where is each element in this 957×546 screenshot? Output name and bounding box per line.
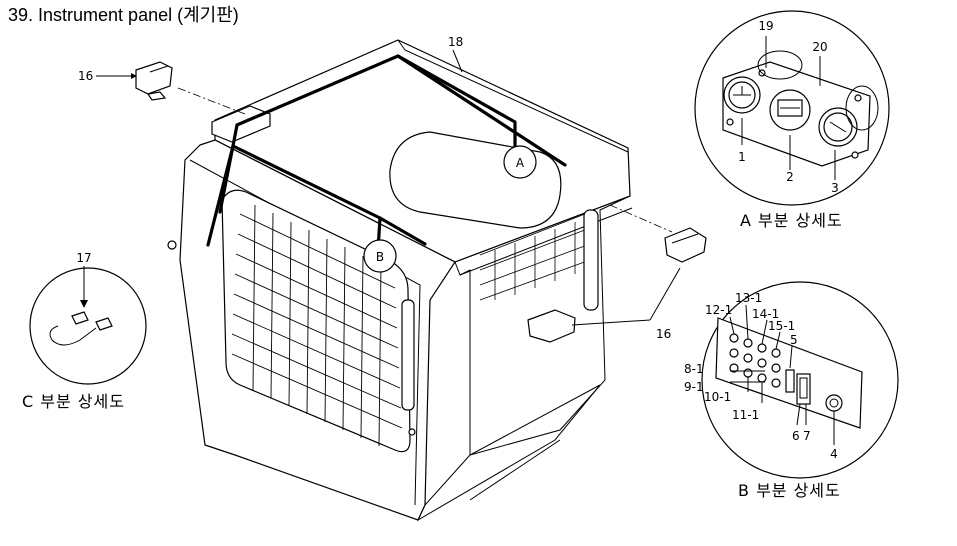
wiring-harness [206, 54, 567, 252]
callout-3: 3 [831, 181, 839, 195]
caption-detail-c: C 부분 상세도 [22, 392, 125, 411]
svg-text:A: A [516, 156, 525, 170]
cab-front-window [221, 189, 411, 453]
detail-a: 19 20 1 2 3 A 부분 상세도 [694, 10, 890, 230]
callout-1: 1 [738, 150, 746, 164]
caption-detail-b: B 부분 상세도 [738, 481, 841, 500]
window-grid [231, 204, 403, 447]
switch-5 [785, 369, 795, 393]
cable-17-plug-b [71, 311, 89, 325]
detail-b: 12-1 13-1 14-1 15-1 5 8-1 9-1 10-1 11-1 … [684, 281, 899, 500]
connector-16-leader [177, 87, 246, 115]
callout-12-1: 12-1 [705, 303, 732, 317]
callout-14-1: 14-1 [752, 307, 779, 321]
callout-17: 17 [76, 251, 91, 265]
callout-13-1: 13-1 [735, 291, 762, 305]
callout-10-1: 10-1 [704, 390, 731, 404]
callout-5: 5 [790, 333, 798, 347]
cab-handrail-front [401, 299, 415, 411]
callout-16-top: 16 [78, 69, 93, 83]
marker-b: B [363, 239, 397, 273]
cab-assembly [167, 39, 633, 522]
callout-18: 18 [448, 35, 463, 49]
connector-16b-leader [609, 204, 673, 233]
socket-4 [825, 394, 843, 412]
cab-handrail-right [583, 209, 599, 311]
callout-19: 19 [758, 19, 773, 33]
marker-a: A [503, 145, 537, 179]
gauge-2 [769, 89, 811, 131]
gauge-3 [818, 107, 858, 147]
callout-6: 6 [792, 429, 800, 443]
connector-16-top [135, 61, 173, 101]
callout-16-right: 16 [656, 327, 671, 341]
page-title: 39. Instrument panel (계기판) [8, 5, 239, 25]
rear-window-grid [479, 211, 591, 301]
connector-16-right [664, 227, 707, 263]
cable-17-plug-a [95, 317, 113, 331]
detail-c: 17 C 부분 상세도 [22, 251, 147, 411]
callout-4: 4 [830, 447, 838, 461]
connector-16-bottom [527, 309, 576, 343]
callout-8-1: 8-1 [684, 362, 704, 376]
callout-9-1: 9-1 [684, 380, 704, 394]
callout-20: 20 [812, 40, 827, 54]
callout-7: 7 [803, 429, 811, 443]
callout-2: 2 [786, 170, 794, 184]
svg-text:B: B [376, 250, 384, 264]
callout-11-1: 11-1 [732, 408, 759, 422]
callout-15-1: 15-1 [768, 319, 795, 333]
gauge-1 [723, 76, 761, 114]
caption-detail-a: A 부분 상세도 [740, 211, 843, 230]
